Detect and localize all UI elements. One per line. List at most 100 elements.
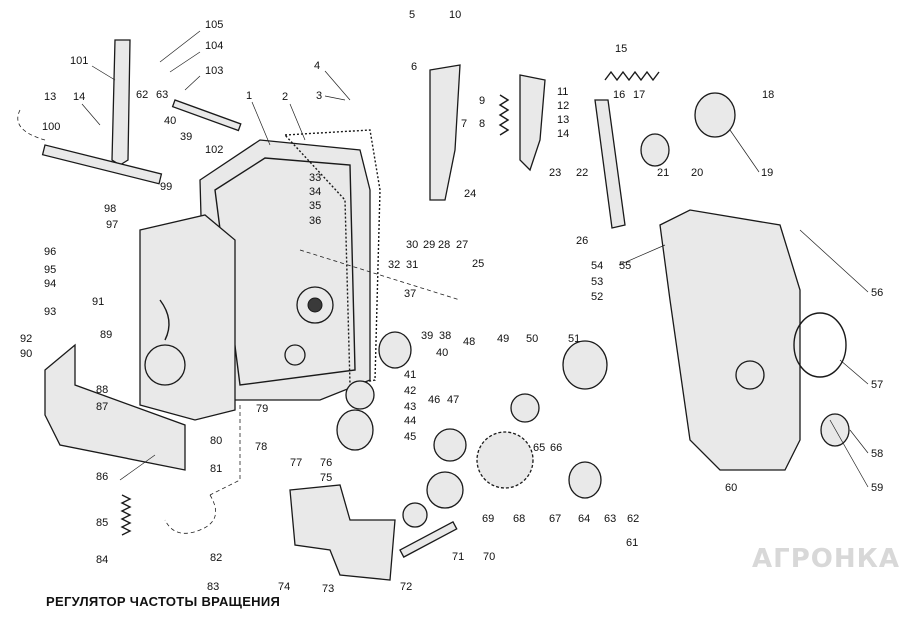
label-33: 33 — [309, 172, 321, 184]
label-60: 60 — [725, 482, 737, 494]
label-31: 31 — [406, 259, 418, 271]
label-18: 18 — [762, 89, 774, 101]
label-49: 49 — [497, 333, 509, 345]
label-67: 67 — [549, 513, 561, 525]
label-101: 101 — [70, 55, 88, 67]
logo-text: АГРОНКА — [752, 544, 900, 574]
label-48: 48 — [463, 336, 475, 348]
label-4: 4 — [314, 60, 320, 72]
label-50: 50 — [526, 333, 538, 345]
label-53: 53 — [591, 276, 603, 288]
label-19: 19 — [761, 167, 773, 179]
label-91: 91 — [92, 296, 104, 308]
label-100: 100 — [42, 121, 60, 133]
label-54: 54 — [591, 260, 603, 272]
label-5: 5 — [409, 9, 415, 21]
label-97: 97 — [106, 219, 118, 231]
right-cover — [659, 209, 847, 471]
label-17: 17 — [633, 89, 645, 101]
label-34: 34 — [309, 186, 321, 198]
label-79: 79 — [256, 403, 268, 415]
label-68: 68 — [513, 513, 525, 525]
label-104: 104 — [205, 40, 223, 52]
label-61: 61 — [626, 537, 638, 549]
label-62: 62 — [136, 89, 148, 101]
label-41: 41 — [404, 369, 416, 381]
label-25: 25 — [472, 258, 484, 270]
label-29: 29 — [423, 239, 435, 251]
label-12: 12 — [557, 100, 569, 112]
label-46: 46 — [428, 394, 440, 406]
label-37: 37 — [404, 288, 416, 300]
label-96: 96 — [44, 246, 56, 258]
label-24: 24 — [464, 188, 476, 200]
label-71: 71 — [452, 551, 464, 563]
label-84: 84 — [96, 554, 108, 566]
label-57: 57 — [871, 379, 883, 391]
label-69: 69 — [482, 513, 494, 525]
label-75: 75 — [320, 472, 332, 484]
label-8: 8 — [479, 118, 485, 130]
label-76: 76 — [320, 457, 332, 469]
label-66: 66 — [550, 442, 562, 454]
label-14b: 14 — [557, 128, 569, 140]
label-9: 9 — [479, 95, 485, 107]
label-38: 38 — [439, 330, 451, 342]
label-94: 94 — [44, 278, 56, 290]
label-81: 81 — [210, 463, 222, 475]
figure-caption: РЕГУЛЯТОР ЧАСТОТЫ ВРАЩЕНИЯ — [46, 594, 281, 609]
label-3: 3 — [316, 90, 322, 102]
lower-assembly — [289, 484, 396, 581]
label-58: 58 — [871, 448, 883, 460]
label-90: 90 — [20, 348, 32, 360]
label-51: 51 — [568, 333, 580, 345]
label-13b: 13 — [557, 114, 569, 126]
label-2: 2 — [282, 91, 288, 103]
label-32: 32 — [388, 259, 400, 271]
label-82: 82 — [210, 552, 222, 564]
label-102: 102 — [205, 144, 223, 156]
label-35: 35 — [309, 200, 321, 212]
label-7: 7 — [461, 118, 467, 130]
label-65: 65 — [533, 442, 545, 454]
agronka-logo: АГРОНКА — [752, 532, 899, 588]
label-20: 20 — [691, 167, 703, 179]
label-10: 10 — [449, 9, 461, 21]
label-80: 80 — [210, 435, 222, 447]
label-77: 77 — [290, 457, 302, 469]
label-55: 55 — [619, 260, 631, 272]
label-95: 95 — [44, 264, 56, 276]
label-1: 1 — [246, 90, 252, 102]
label-42: 42 — [404, 385, 416, 397]
label-87: 87 — [96, 401, 108, 413]
label-70: 70 — [483, 551, 495, 563]
label-89: 89 — [100, 329, 112, 341]
label-43: 43 — [404, 401, 416, 413]
shafts — [41, 99, 458, 558]
gasket — [283, 129, 381, 386]
label-99: 99 — [160, 181, 172, 193]
label-39b: 39 — [421, 330, 433, 342]
label-13: 13 — [44, 91, 56, 103]
part-labels: 105 104 103 101 13 14 62 63 100 40 39 10… — [20, 9, 883, 595]
label-72: 72 — [400, 581, 412, 593]
label-88: 88 — [96, 384, 108, 396]
main-housing — [199, 139, 371, 401]
label-63: 63 — [156, 89, 168, 101]
label-73: 73 — [322, 583, 334, 595]
bushings — [336, 92, 850, 499]
label-26: 26 — [576, 235, 588, 247]
label-83: 83 — [207, 581, 219, 593]
label-44: 44 — [404, 415, 416, 427]
label-52: 52 — [591, 291, 603, 303]
label-47: 47 — [447, 394, 459, 406]
label-98: 98 — [104, 203, 116, 215]
label-103: 103 — [205, 65, 223, 77]
label-63b: 63 — [604, 513, 616, 525]
label-27: 27 — [456, 239, 468, 251]
label-39: 39 — [180, 131, 192, 143]
label-62b: 62 — [627, 513, 639, 525]
levers — [111, 39, 626, 229]
label-14: 14 — [73, 91, 85, 103]
